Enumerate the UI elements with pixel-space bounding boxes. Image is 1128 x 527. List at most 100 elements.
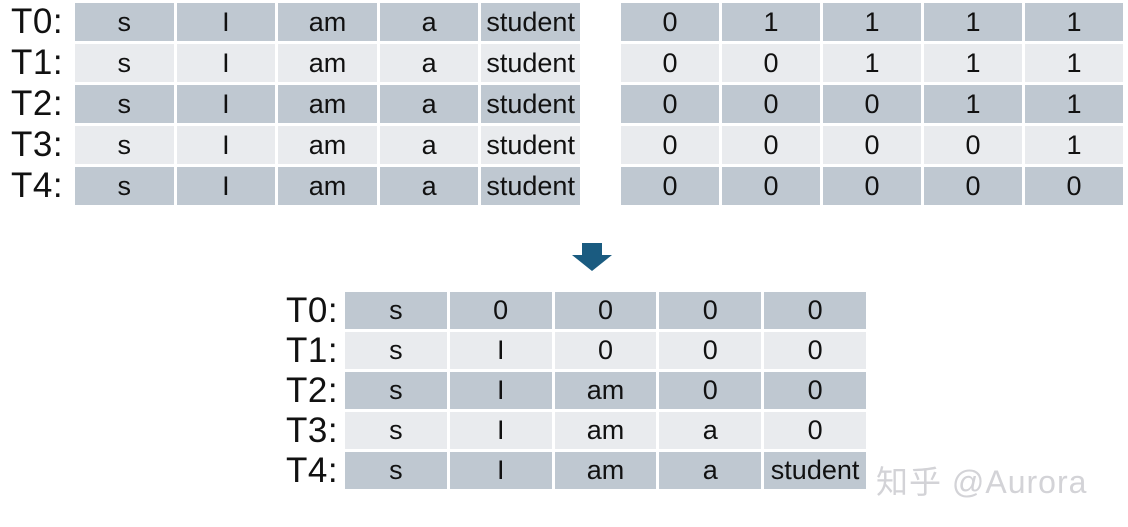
- left-table-row-labels: T0: T1: T2: T3: T4:: [11, 2, 64, 205]
- row-label-t3: T3:: [11, 125, 64, 164]
- row-label-t1: T1:: [286, 330, 339, 370]
- table-cell: I: [449, 332, 552, 369]
- table-cell: 0: [764, 332, 866, 369]
- table-cell: 0: [764, 292, 866, 329]
- row-label-t2: T2:: [286, 370, 339, 410]
- table-cell: 1: [722, 3, 820, 41]
- table-cell: I: [176, 3, 276, 41]
- row-label-t4: T4:: [286, 450, 339, 490]
- table-cell: 0: [621, 126, 719, 164]
- table-cell: am: [278, 85, 377, 123]
- table-cell: 0: [621, 85, 719, 123]
- watermark: 知乎 @Aurora: [876, 464, 1088, 500]
- table-cell: 1: [1025, 44, 1123, 82]
- table-cell: I: [176, 126, 276, 164]
- table-cell: 0: [621, 167, 719, 205]
- table-cell: 0: [823, 167, 921, 205]
- table-cell: am: [554, 452, 657, 489]
- table-cell: a: [379, 126, 479, 164]
- table-cell: 0: [659, 332, 762, 369]
- table-cell: student: [481, 3, 580, 41]
- table-cell: 0: [764, 412, 866, 449]
- row-label-t0: T0:: [286, 290, 339, 330]
- table-cell: a: [379, 44, 479, 82]
- table-cell: s: [75, 3, 174, 41]
- row-label-t1: T1:: [11, 43, 64, 82]
- table-cell: I: [449, 452, 552, 489]
- table-cell: 0: [764, 372, 866, 409]
- table-cell: s: [75, 126, 174, 164]
- table-cell: s: [345, 292, 447, 329]
- table-cell: s: [345, 412, 447, 449]
- table-cell: 1: [924, 85, 1022, 123]
- down-arrow-icon: [572, 243, 612, 271]
- table-cell: 1: [1025, 126, 1123, 164]
- table-cell: 0: [621, 3, 719, 41]
- table-cell: s: [75, 167, 174, 205]
- table-cell: s: [345, 332, 447, 369]
- table-cell: I: [176, 44, 276, 82]
- table-cell: s: [345, 372, 447, 409]
- table-cell: am: [278, 126, 377, 164]
- table-cell: am: [278, 44, 377, 82]
- table-cell: 0: [924, 167, 1022, 205]
- table-cell: 1: [823, 44, 921, 82]
- table-cell: 0: [554, 332, 657, 369]
- table-cell: 0: [924, 126, 1022, 164]
- table-cell: a: [659, 412, 762, 449]
- table-cell: am: [554, 372, 657, 409]
- table-cell: 0: [823, 85, 921, 123]
- table-cell: 0: [722, 167, 820, 205]
- table-cell: 0: [659, 292, 762, 329]
- table-cell: am: [278, 3, 377, 41]
- table-cell: student: [481, 126, 580, 164]
- row-label-t2: T2:: [11, 84, 64, 123]
- table-cell: a: [379, 3, 479, 41]
- table-cell: 0: [722, 44, 820, 82]
- table-cell: 0: [659, 372, 762, 409]
- table-cell: 0: [554, 292, 657, 329]
- result-table-row-labels: T0: T1: T2: T3: T4:: [286, 290, 339, 490]
- table-cell: I: [176, 85, 276, 123]
- table-cell: am: [278, 167, 377, 205]
- table-cell: 0: [621, 44, 719, 82]
- table-cell: 1: [1025, 3, 1123, 41]
- table-cell: am: [554, 412, 657, 449]
- table-cell: student: [481, 85, 580, 123]
- table-cell: a: [379, 85, 479, 123]
- table-cell: student: [481, 44, 580, 82]
- table-cell: 0: [722, 85, 820, 123]
- table-cell: 1: [924, 3, 1022, 41]
- table-cell: s: [345, 452, 447, 489]
- table-cell: I: [449, 372, 552, 409]
- row-label-t0: T0:: [11, 2, 64, 41]
- table-cell: 0: [1025, 167, 1123, 205]
- row-label-t4: T4:: [11, 166, 64, 205]
- table-cell: 1: [1025, 85, 1123, 123]
- table-cell: I: [176, 167, 276, 205]
- table-cell: student: [481, 167, 580, 205]
- table-cell: student: [764, 452, 866, 489]
- row-label-t3: T3:: [286, 410, 339, 450]
- table-cell: 0: [823, 126, 921, 164]
- table-cell: a: [379, 167, 479, 205]
- table-cell: s: [75, 44, 174, 82]
